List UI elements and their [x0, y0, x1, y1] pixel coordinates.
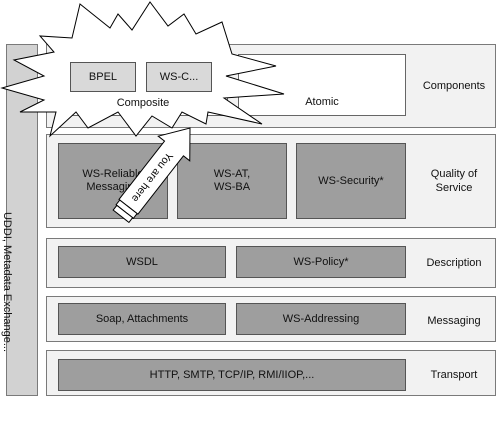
messaging-label: Messaging	[427, 315, 481, 327]
transport-label: Transport	[430, 369, 478, 381]
ws-at-ba-label: WS-AT, WS-BA	[213, 168, 251, 193]
you-are-here-overlay: You are here	[0, 1, 285, 224]
soap-attachments-box: Soap, Attachments	[58, 303, 226, 335]
description-label: Description	[426, 257, 482, 269]
transport-protocols-box: HTTP, SMTP, TCP/IP, RMI/IIOP,...	[58, 359, 406, 391]
qos-label: Quality of Service	[412, 134, 496, 228]
qos-label-text: Quality of Service	[430, 168, 478, 194]
you-are-here-arrow: You are here	[112, 127, 191, 224]
composite-label: Composite	[116, 96, 170, 109]
ws-security-label: WS-Security*	[318, 174, 384, 187]
ws-c-box: WS-C...	[146, 62, 212, 92]
ws-security-box: WS-Security*	[296, 143, 406, 219]
ws-at-ba-box: WS-AT, WS-BA	[177, 143, 287, 219]
starburst-shape	[0, 1, 285, 138]
bpel-box: BPEL	[70, 62, 136, 92]
ws-addressing-box: WS-Addressing	[236, 303, 406, 335]
components-label: Components	[422, 80, 486, 92]
atomic-label: Atomic	[305, 95, 339, 108]
sidebar-metadata: UDDI, Metadata Exchange...	[1, 44, 38, 396]
wsdl-box: WSDL	[58, 246, 226, 278]
ws-policy-box: WS-Policy*	[236, 246, 406, 278]
